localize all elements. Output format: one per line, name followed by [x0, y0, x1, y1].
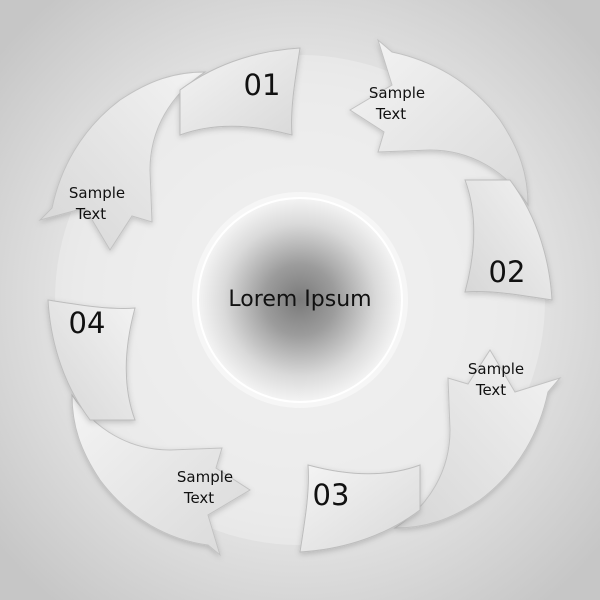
- arrow-4: [38, 71, 207, 251]
- center-hub: Lorem Ipsum: [192, 192, 408, 408]
- step-panel-1: [179, 47, 301, 136]
- arrow-3-label-line1: Sample: [177, 468, 233, 486]
- step-number-3: 03: [313, 478, 350, 512]
- arrow-3: [71, 393, 251, 557]
- step-panel-2: [464, 179, 553, 301]
- arrow-1-label-line1: Sample: [369, 84, 425, 102]
- center-sphere: [197, 197, 403, 403]
- arrow-1-shape: [349, 38, 529, 207]
- arrow-4-shape: [38, 71, 207, 251]
- step-number-4: 04: [69, 306, 106, 340]
- arrow-2: [393, 349, 562, 529]
- step-4-shape: [47, 299, 136, 421]
- arrow-4-label-line2: Text: [75, 205, 106, 223]
- arrow-3-label-line2: Text: [183, 489, 214, 507]
- step-panel-4: [47, 299, 136, 421]
- step-3-shape: [299, 464, 421, 553]
- arrow-3-shape: [71, 393, 251, 557]
- arrow-2-shape: [393, 349, 562, 529]
- step-1-shape: [179, 47, 301, 136]
- arrow-2-label-line1: Sample: [468, 360, 524, 378]
- arrow-1: [349, 38, 529, 207]
- step-number-1: 01: [244, 68, 281, 102]
- center-title: Lorem Ipsum: [228, 287, 371, 312]
- arrow-1-label-line2: Text: [375, 105, 406, 123]
- arrow-2-label-line2: Text: [475, 381, 506, 399]
- step-panel-3: [299, 464, 421, 553]
- step-number-2: 02: [489, 255, 526, 289]
- step-2-shape: [464, 179, 553, 301]
- arrow-4-label-line1: Sample: [69, 184, 125, 202]
